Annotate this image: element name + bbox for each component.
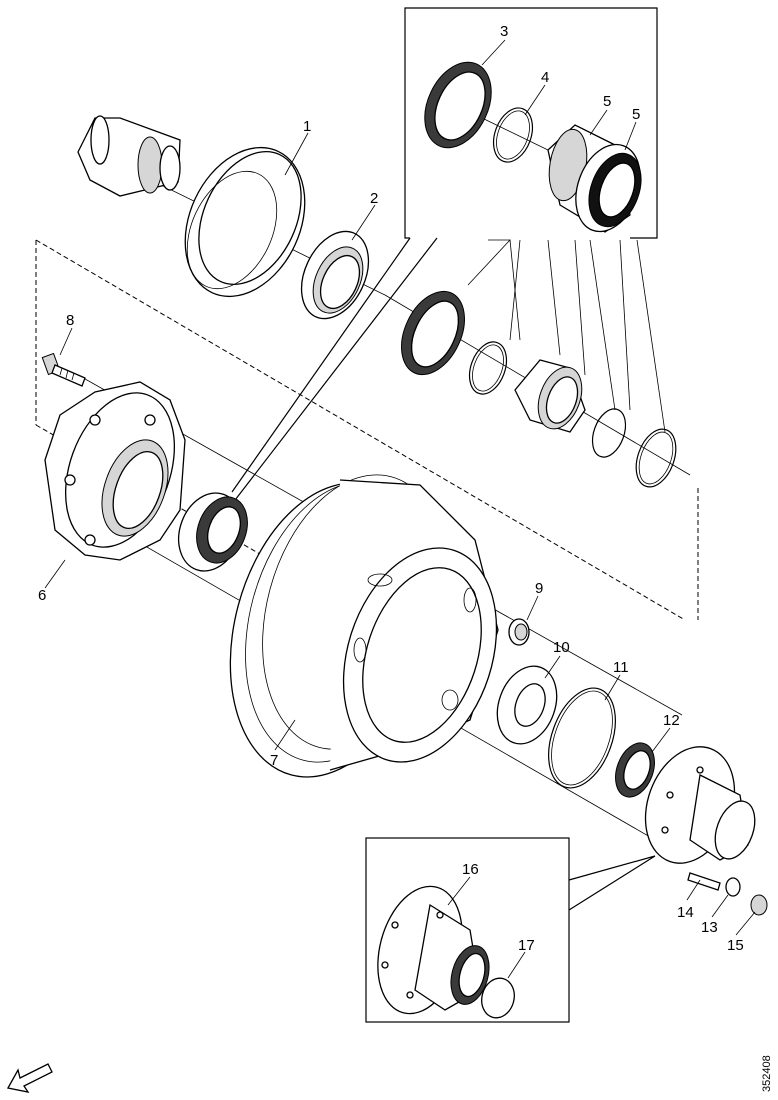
callout-17: 17 xyxy=(518,937,535,954)
part-9-nut xyxy=(508,618,530,646)
callout-6: 6 xyxy=(38,587,46,604)
part-15-nut xyxy=(750,894,768,916)
callout-10: 10 xyxy=(553,639,570,656)
hub-cap xyxy=(644,746,756,864)
part-1-shield xyxy=(184,146,306,298)
part-17-cover xyxy=(481,977,515,1019)
bearing-exploded xyxy=(514,359,586,433)
inset-part-4-ring xyxy=(492,107,534,163)
part-6-hub xyxy=(44,381,186,561)
ring-exploded-b xyxy=(591,408,627,458)
part-8-stud xyxy=(41,352,86,387)
callout-7: 7 xyxy=(270,752,278,769)
callout-1: 1 xyxy=(303,118,311,135)
callout-15: 15 xyxy=(727,937,744,954)
seal-exploded xyxy=(401,290,465,376)
axle-spindle xyxy=(77,115,181,197)
callout-12: 12 xyxy=(663,712,680,729)
callout-5b: 5 xyxy=(632,106,640,123)
inset-part-3-seal xyxy=(424,61,492,149)
part-11-o-ring xyxy=(548,687,616,789)
inner-bearing xyxy=(178,492,248,572)
leader-lines xyxy=(44,39,756,979)
part-12-seal xyxy=(615,742,655,798)
callout-9: 9 xyxy=(535,580,543,597)
inset-box-bottom xyxy=(365,837,656,1023)
callout-2: 2 xyxy=(370,190,378,207)
callout-3: 3 xyxy=(500,23,508,40)
inset-part-5-bearing xyxy=(547,124,642,233)
part-7-brake-drum xyxy=(229,474,499,778)
part-16-hub-cap xyxy=(377,885,490,1015)
inset-pointer-lines xyxy=(467,239,666,433)
callout-4: 4 xyxy=(541,69,549,86)
callout-5a: 5 xyxy=(603,93,611,110)
inset-box-top xyxy=(231,7,658,505)
callout-14: 14 xyxy=(677,904,694,921)
callout-13: 13 xyxy=(701,919,718,936)
part-13-washer xyxy=(725,877,741,897)
part-10-washer xyxy=(496,665,558,745)
ring-exploded-c xyxy=(635,428,677,488)
arrow-icon xyxy=(6,1063,53,1093)
part-14-bolt xyxy=(687,872,721,891)
ring-exploded-a xyxy=(468,341,508,395)
callout-8: 8 xyxy=(66,312,74,329)
callout-16: 16 xyxy=(462,861,479,878)
part-2-plate xyxy=(300,230,370,320)
callout-11: 11 xyxy=(613,659,629,676)
document-number: 352408 xyxy=(761,1055,773,1092)
